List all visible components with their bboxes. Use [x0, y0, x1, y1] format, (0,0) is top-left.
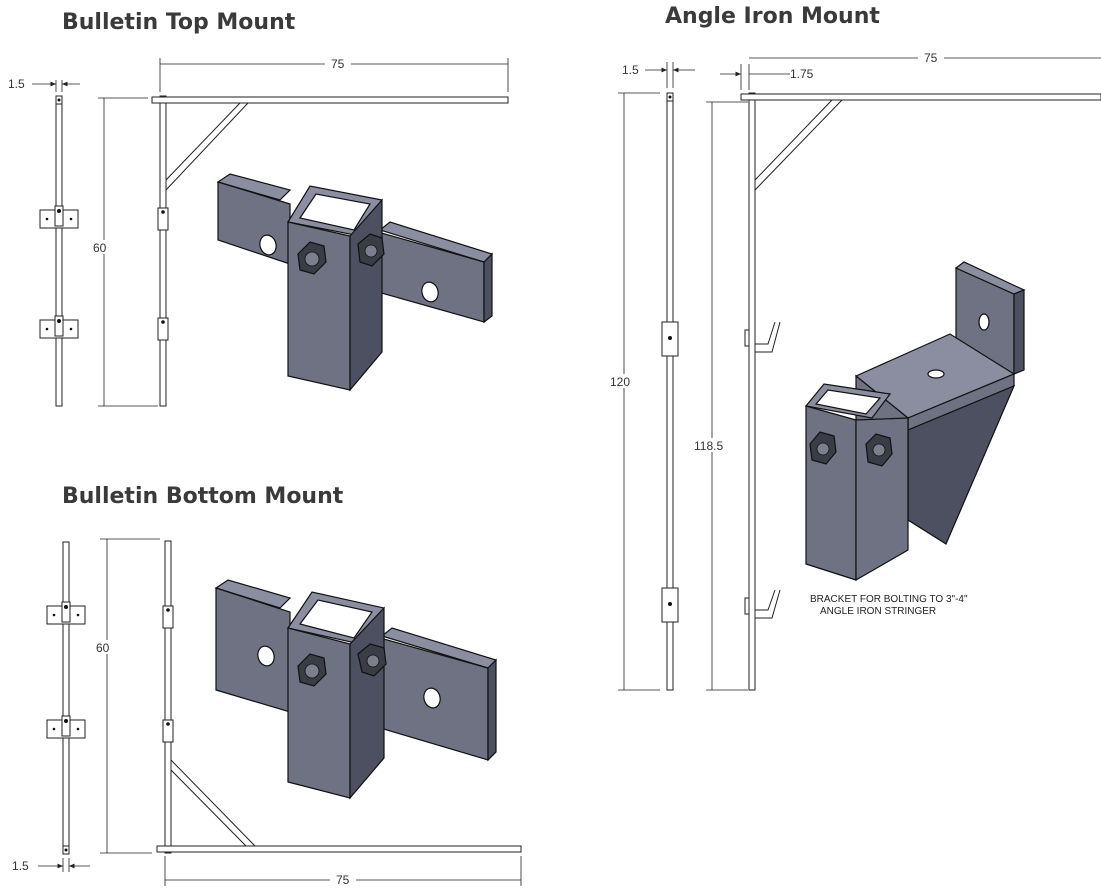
top-front-frame [151, 95, 509, 407]
top-mount-drawing: 1.5 60 75 [8, 56, 509, 407]
angle-side-pole [661, 92, 679, 691]
bottom-width-dim: 75 [336, 873, 350, 887]
top-side-pole [39, 95, 79, 407]
angle-front-frame [740, 92, 1101, 691]
bottom-mount-drawing: 1.5 60 75 [12, 538, 522, 887]
bottom-front-frame [156, 540, 522, 854]
angle-width-dim: 75 [924, 51, 938, 65]
angle-offset-dim: 1.75 [790, 67, 814, 81]
bracket-note-line2: ANGLE IRON STRINGER [820, 606, 936, 617]
bottom-bracket-isometric [214, 579, 498, 800]
angle-bracket-isometric [804, 261, 1026, 582]
bulletin-top-mount-title: Bulletin Top Mount [62, 10, 296, 35]
bottom-height-dim: 60 [96, 641, 110, 655]
angle-height-total-dim: 120 [610, 375, 630, 389]
top-tube-dim: 1.5 [8, 77, 25, 91]
angle-mount-drawing: 1.5 120 118.5 1.75 [608, 50, 1101, 691]
angle-tube-dim: 1.5 [622, 63, 639, 77]
top-width-dim: 75 [331, 57, 345, 71]
bulletin-bottom-mount-title: Bulletin Bottom Mount [62, 484, 344, 509]
bracket-note-line1: BRACKET FOR BOLTING TO 3"-4" [810, 594, 968, 605]
bottom-side-pole [46, 541, 86, 855]
angle-iron-mount-title: Angle Iron Mount [665, 4, 880, 29]
bottom-tube-dim: 1.5 [12, 859, 29, 873]
top-height-dim: 60 [93, 241, 107, 255]
angle-height-inner-dim: 118.5 [694, 439, 723, 453]
top-bracket-isometric [216, 173, 494, 392]
